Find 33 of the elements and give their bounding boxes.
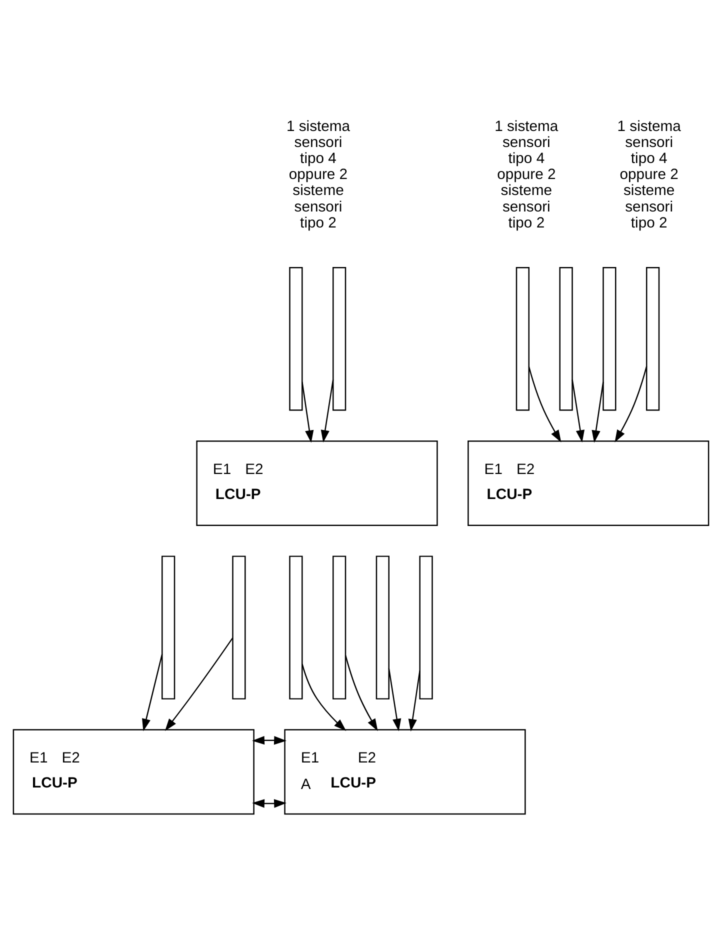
node-bar [376, 555, 390, 699]
node-bar [646, 266, 660, 410]
arrow [302, 663, 346, 731]
node-box: E1 E2 A LCU-P [284, 728, 526, 814]
node-bar [289, 555, 303, 699]
node-box: E1 E2 LCU-P [12, 728, 254, 814]
label: 1 sistema sensori tipo 4 oppure 2 sisteme sensori tipo 2 [286, 118, 350, 231]
node-bar [559, 266, 573, 410]
node-box: E1 E2 LCU-P [468, 440, 710, 526]
node-bar [232, 555, 246, 699]
arrow [592, 381, 604, 442]
arrow [252, 736, 286, 744]
arrow [388, 668, 402, 731]
node-bar [602, 266, 616, 410]
node-box: E1 E2 LCU-P [196, 440, 438, 526]
arrow [252, 798, 286, 808]
node-bar [419, 555, 433, 699]
node-bar [162, 555, 176, 699]
arrow [302, 381, 314, 442]
arrow [344, 654, 378, 731]
arrow [408, 670, 420, 732]
arrow [320, 379, 334, 442]
arrow [572, 379, 585, 442]
node-bar [516, 266, 530, 410]
node-bar [289, 266, 303, 410]
label: 1 sistema sensori tipo 4 oppure 2 sisteme sensori tipo 2 [617, 118, 681, 231]
label: 1 sistema sensori tipo 4 oppure 2 sisteme sensori tipo 2 [494, 118, 558, 231]
arrow [528, 366, 562, 442]
arrow [164, 637, 234, 730]
arrow [614, 366, 648, 442]
node-bar [332, 266, 346, 410]
node-bar [332, 555, 346, 699]
arrow [142, 654, 163, 731]
